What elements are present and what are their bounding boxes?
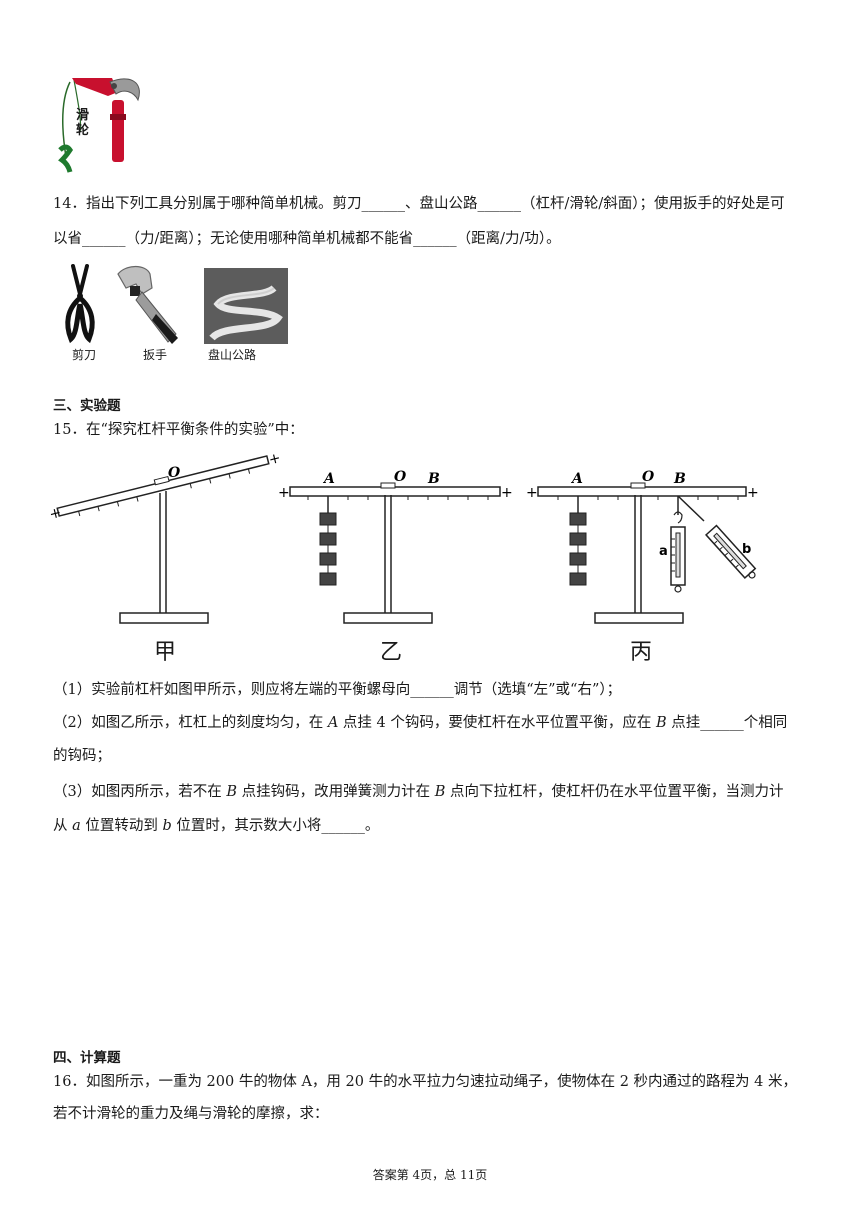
- q15-sub2-var-B: B: [656, 715, 667, 731]
- pulley-label: 滑轮: [76, 108, 90, 138]
- q15-sub3-var-b: b: [162, 818, 172, 834]
- svg-text:+: +: [48, 505, 63, 523]
- section3-title: 三、实验题: [53, 398, 121, 414]
- figure-yi: + + A O B: [278, 469, 513, 624]
- fig-bing-weights: [569, 512, 587, 586]
- fig-caption-yi: 乙: [380, 640, 403, 665]
- caption-mountain-road: 盘山公路: [208, 348, 257, 362]
- q15-sub2-line1: （2）如图乙所示，杠杠上的刻度均匀，在 A 点挂 4 个钩码，要使杠杆在水平位置…: [53, 713, 787, 733]
- pruner-drawing: [58, 78, 140, 173]
- fig-jia-point-O: O: [168, 465, 181, 481]
- fig-bing-scale-b: b: [742, 542, 751, 557]
- svg-text:+: +: [747, 485, 759, 501]
- fig-caption-bing: 丙: [630, 640, 653, 665]
- q15-sub2-line2: 的钩码；: [53, 748, 111, 764]
- fig-yi-point-A: A: [322, 471, 335, 487]
- fig-caption-jia: 甲: [154, 640, 177, 665]
- fig-bing-scale-a: a: [659, 544, 668, 559]
- wrench-icon: [117, 265, 178, 344]
- svg-text:+: +: [267, 450, 282, 468]
- mountain-road-image: [204, 268, 288, 344]
- fig-bing-point-B: B: [673, 471, 686, 487]
- fig-yi-point-O: O: [394, 469, 407, 485]
- q15-sub3-var-a: a: [72, 818, 81, 834]
- q15-sub2-text-b: 点挂 4 个钩码，要使杠杆在水平位置平衡，应在: [338, 715, 656, 731]
- q15-sub3-l2-text-c: 位置时，其示数大小将______。: [171, 818, 380, 834]
- svg-text:+: +: [501, 485, 513, 501]
- svg-text:+: +: [526, 485, 538, 501]
- section4-title: 四、计算题: [53, 1050, 121, 1066]
- fig-yi-point-B: B: [427, 471, 440, 487]
- fig-yi-weights: [319, 512, 337, 586]
- caption-wrench: 扳手: [143, 348, 168, 362]
- q15-sub3-text-a: （3）如图丙所示，若不在: [53, 784, 227, 800]
- scissors-icon: [65, 264, 95, 344]
- q15-sub2-var-A: A: [327, 715, 339, 731]
- caption-scissors: 剪刀: [72, 348, 97, 362]
- q15-sub2-text-c: 点挂______个相同: [666, 715, 788, 731]
- q15-sub3-l2-text-b: 位置转动到: [80, 818, 163, 834]
- q15-stem: 15．在“探究杠杆平衡条件的实验”中：: [53, 422, 304, 438]
- fig-bing-point-O: O: [642, 469, 655, 485]
- wrench-figure: [112, 264, 184, 344]
- spring-scale-a: [670, 496, 686, 593]
- page-footer: 答案第 4页，总 11页: [372, 1168, 488, 1182]
- q16-line1: 16．如图所示，一重为 200 牛的物体 A，用 20 牛的水平拉力匀速拉动绳子…: [53, 1074, 797, 1090]
- spring-scale-b: [677, 495, 757, 580]
- q15-sub3-line2: 从 a 位置转动到 b 位置时，其示数大小将______。: [53, 816, 379, 836]
- q15-sub3-text-c: 点向下拉杠杆，使杠杆仍在水平位置平衡，当测力计: [445, 784, 784, 800]
- q15-sub3-var-B1: B: [226, 784, 237, 800]
- svg-text:+: +: [278, 485, 290, 501]
- q15-sub1: （1）实验前杠杆如图甲所示，则应将左端的平衡螺母向______调节（选填“左”或…: [53, 682, 622, 698]
- q15-sub3-l2-text-a: 从: [53, 818, 73, 834]
- figure-jia: + + O: [48, 450, 282, 624]
- lever-figures: + + O + + A O B: [48, 450, 759, 624]
- q15-sub2-text-a: （2）如图乙所示，杠杠上的刻度均匀，在: [53, 715, 328, 731]
- q14-line1: 14．指出下列工具分别属于哪种简单机械。剪刀______、盘山公路______（…: [53, 196, 785, 212]
- fig-bing-point-A: A: [570, 471, 583, 487]
- pruner-figure: 滑轮: [52, 62, 152, 180]
- q15-sub3-line1: （3）如图丙所示，若不在 B 点挂钩码，改用弹簧测力计在 B 点向下拉杠杆，使杠…: [53, 782, 783, 802]
- figure-bing: + + A O B: [526, 469, 759, 624]
- q14-line2: 以省______（力/距离）；无论使用哪种简单机械都不能省______（距离/力…: [53, 231, 561, 247]
- q16-line2: 若不计滑轮的重力及绳与滑轮的摩擦，求：: [53, 1106, 329, 1122]
- q15-sub3-text-b: 点挂钩码，改用弹簧测力计在: [237, 784, 435, 800]
- scissors-figure: [55, 264, 105, 346]
- q15-sub3-var-B2: B: [434, 784, 446, 800]
- mountain-road-figure: [204, 268, 288, 344]
